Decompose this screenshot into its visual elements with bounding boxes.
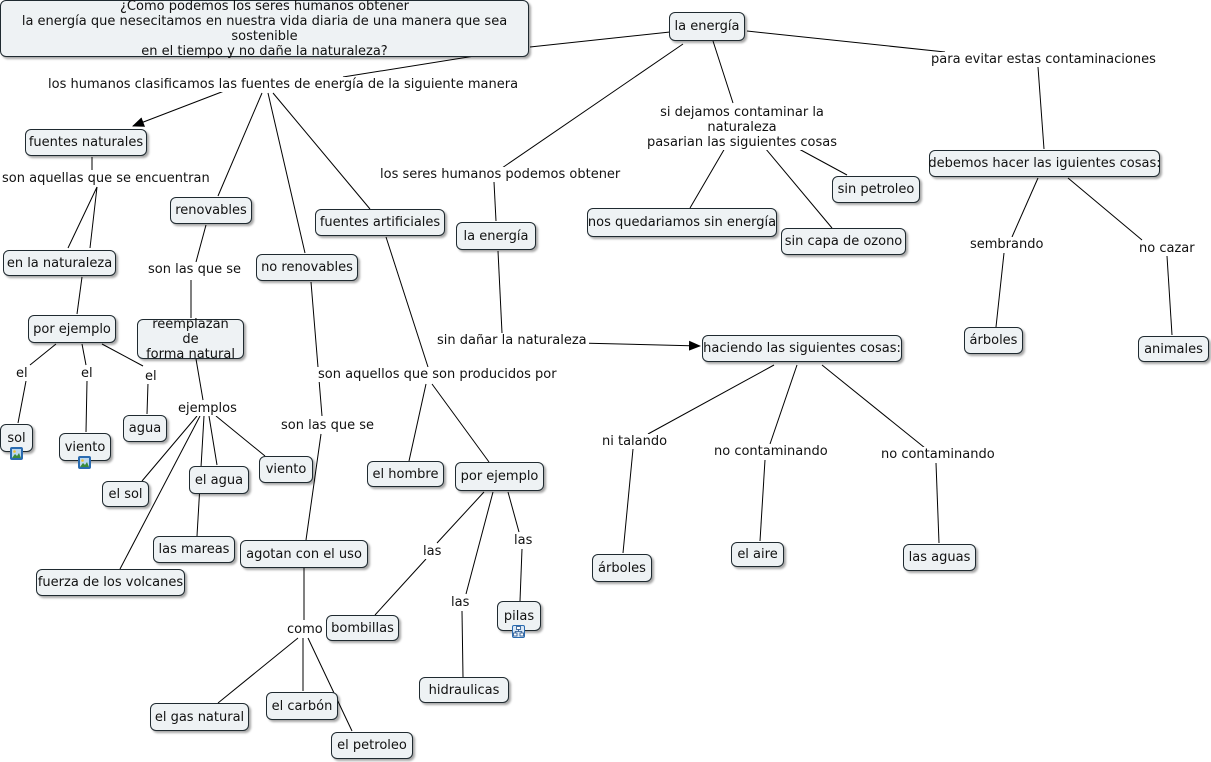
label-para-evitar: para evitar estas contaminaciones	[929, 52, 1158, 67]
node-question-line-2: la energía que nesecitamos en nuestra vi…	[21, 13, 508, 44]
label-producidos: son aquellos que son producidos por	[316, 367, 559, 382]
label-clasificamos: los humanos clasificamos las fuentes de …	[46, 77, 521, 92]
node-las-aguas[interactable]: las aguas	[903, 544, 976, 571]
node-por-ejemplo-2[interactable]: por ejemplo	[455, 462, 544, 491]
node-la-energia-2[interactable]: la energía	[456, 222, 536, 250]
node-arboles-1[interactable]: árboles	[592, 554, 652, 582]
node-sin-ozono[interactable]: sin capa de ozono	[781, 228, 906, 255]
node-renovables[interactable]: renovables	[170, 197, 252, 224]
concept-map-icon-glyph	[513, 626, 524, 637]
node-viento-1[interactable]: viento	[59, 433, 111, 461]
label-no-contaminando-2: no contaminando	[879, 447, 997, 462]
label-el-3: el	[143, 369, 159, 384]
node-la-energia-top[interactable]: la energía	[669, 12, 745, 41]
image-icon[interactable]	[78, 456, 91, 469]
node-en-la-naturaleza[interactable]: en la naturaleza	[3, 250, 116, 276]
node-agotan[interactable]: agotan con el uso	[240, 540, 368, 568]
label-como: como	[285, 622, 325, 637]
label-las-1: las	[421, 544, 444, 559]
node-fuentes-artificiales[interactable]: fuentes artificiales	[315, 209, 445, 236]
node-reemplazan-line-1: reemplazan de	[152, 316, 229, 347]
image-icon-glyph	[11, 448, 22, 459]
label-son-aquellas: son aquellas que se encuentran	[0, 171, 212, 186]
label-si-dejamos: si dejamos contaminar la naturaleza pasa…	[627, 105, 857, 150]
node-hidraulicas[interactable]: hidraulicas	[419, 677, 509, 703]
node-reemplazan-line-2: forma natural	[146, 346, 235, 362]
node-arboles-2[interactable]: árboles	[964, 327, 1023, 354]
node-por-ejemplo-1[interactable]: por ejemplo	[28, 315, 116, 343]
node-debemos[interactable]: debemos hacer las iguientes cosas:	[928, 150, 1161, 177]
label-son-las-que-se-2: son las que se	[279, 418, 376, 433]
node-el-aire[interactable]: el aire	[731, 542, 784, 567]
label-las-3: las	[512, 533, 535, 548]
node-reemplazan[interactable]: reemplazan de forma natural	[137, 316, 244, 362]
label-el-2: el	[79, 366, 95, 381]
node-question[interactable]: ¿Como podemos los seres humanos obtener …	[0, 0, 529, 59]
node-el-sol[interactable]: el sol	[102, 481, 149, 507]
label-no-contaminando-1: no contaminando	[712, 444, 830, 459]
label-ejemplos: ejemplos	[176, 401, 239, 416]
node-pilas[interactable]: pilas	[497, 601, 541, 631]
image-icon[interactable]	[10, 447, 23, 460]
node-agua[interactable]: agua	[123, 415, 167, 442]
node-el-carbon[interactable]: el carbón	[266, 692, 338, 720]
node-question-line-1: ¿Como podemos los seres humanos obtener	[120, 0, 409, 14]
node-question-line-3: en el tiempo y no dañe la naturaleza?	[141, 43, 388, 59]
label-si-dejamos-line-2: pasarian las siguientes cosas	[646, 135, 838, 150]
node-sol[interactable]: sol	[0, 424, 33, 452]
node-el-gas-natural[interactable]: el gas natural	[150, 703, 249, 731]
label-no-cazar: no cazar	[1137, 241, 1197, 256]
node-no-renovables[interactable]: no renovables	[256, 254, 358, 281]
label-las-2: las	[449, 595, 472, 610]
label-sembrando: sembrando	[968, 237, 1046, 252]
label-seres-obtener: los seres humanos podemos obtener	[378, 167, 623, 182]
node-las-mareas[interactable]: las mareas	[153, 536, 235, 563]
label-si-dejamos-line-1: si dejamos contaminar la naturaleza	[660, 105, 824, 135]
label-son-las-que-se-1: son las que se	[146, 262, 243, 277]
node-sin-petroleo[interactable]: sin petroleo	[832, 176, 920, 203]
label-sin-danar: sin dañar la naturaleza	[435, 333, 589, 348]
label-el-1: el	[14, 366, 30, 381]
node-fuentes-naturales[interactable]: fuentes naturales	[25, 129, 147, 156]
node-fuerza-volcanes[interactable]: fuerza de los volcanes	[36, 569, 185, 596]
node-haciendo[interactable]: haciendo las siguientes cosas:	[702, 335, 902, 362]
concept-map-icon[interactable]	[512, 625, 525, 638]
image-icon-glyph	[79, 457, 90, 468]
node-viento-2[interactable]: viento	[259, 456, 313, 483]
node-el-hombre[interactable]: el hombre	[367, 461, 444, 487]
node-el-agua[interactable]: el agua	[189, 466, 249, 494]
node-bombillas[interactable]: bombillas	[326, 615, 399, 641]
label-ni-talando: ni talando	[600, 434, 670, 449]
node-el-petroleo[interactable]: el petroleo	[331, 732, 413, 759]
node-animales[interactable]: animales	[1138, 336, 1209, 362]
node-sin-energia[interactable]: nos quedariamos sin energía	[587, 208, 777, 237]
